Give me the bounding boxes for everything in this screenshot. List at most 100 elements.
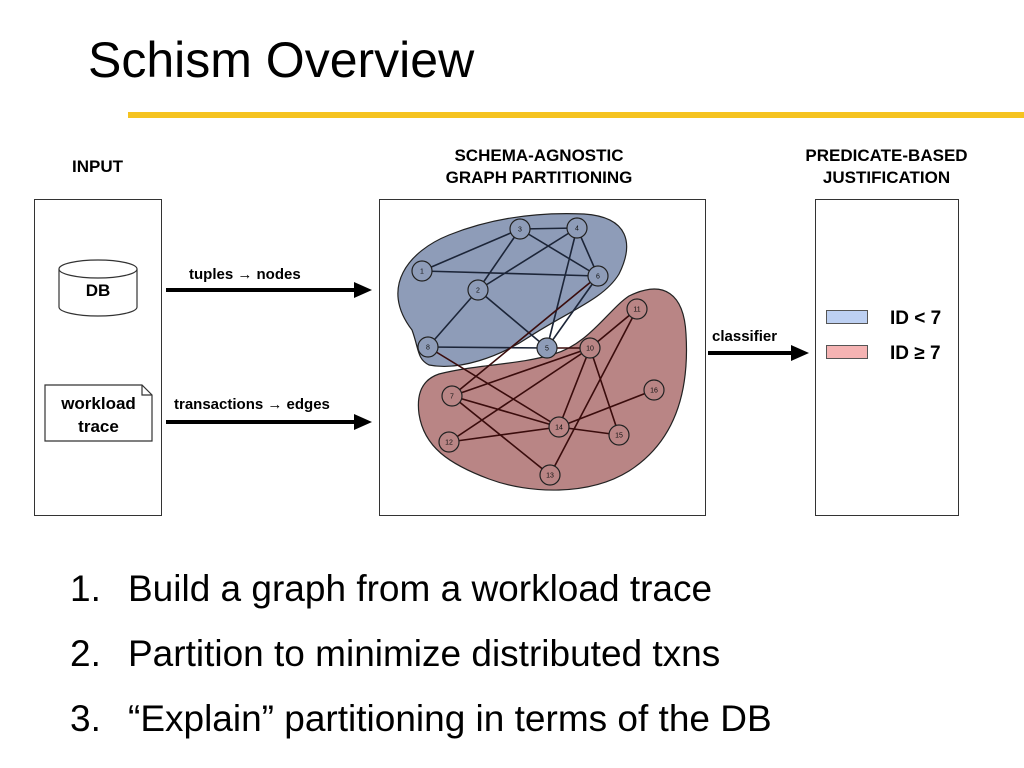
graph-node: 14 xyxy=(548,416,570,438)
graph-edge xyxy=(477,289,548,349)
graph-node-label: 5 xyxy=(545,346,549,353)
graph-node: 6 xyxy=(587,265,609,287)
justification-heading: PREDICATE-BASED JUSTIFICATION xyxy=(765,145,1008,189)
classifier-arrow xyxy=(708,345,809,361)
graph-node: 15 xyxy=(608,424,630,446)
graph-edge xyxy=(448,426,560,443)
graph-node-circle xyxy=(608,424,630,446)
graph-node-label: 11 xyxy=(633,307,640,314)
justification-heading-line2: JUSTIFICATION xyxy=(822,168,951,187)
graph-node-circle xyxy=(548,416,570,438)
step-text: Partition to minimize distributed txns xyxy=(128,633,721,674)
graph-edge xyxy=(477,227,578,291)
graph-node-circle xyxy=(438,431,460,453)
document-icon xyxy=(44,384,153,442)
graph-node-label: 6 xyxy=(596,274,600,281)
graph-node: 8 xyxy=(417,336,439,358)
graph-node: 12 xyxy=(438,431,460,453)
graph-node-circle xyxy=(626,298,648,320)
partition-blue-region xyxy=(397,213,628,367)
graph-node: 1 xyxy=(411,260,433,282)
graph-node-circle xyxy=(467,279,489,301)
graph-edge xyxy=(427,289,479,348)
partitioning-heading: SCHEMA-AGNOSTIC GRAPH PARTITIONING xyxy=(380,145,698,189)
graph-edge xyxy=(427,346,560,428)
graph-node-circle xyxy=(411,260,433,282)
graph-node: 10 xyxy=(579,337,601,359)
step-text: “Explain” partitioning in terms of the D… xyxy=(128,698,772,739)
graph-node-circle xyxy=(441,385,463,407)
input-heading: INPUT xyxy=(72,157,123,176)
graph-node-circle xyxy=(417,336,439,358)
tuples-nodes-label: tuples → nodes xyxy=(189,266,301,283)
input-panel xyxy=(34,199,162,516)
graph-node-circle xyxy=(566,217,588,239)
graph-node: 5 xyxy=(536,337,558,359)
step-text: Build a graph from a workload trace xyxy=(128,568,713,609)
graph-node-label: 13 xyxy=(546,473,554,480)
legend-swatch-blue xyxy=(826,310,868,324)
graph-edge xyxy=(448,347,591,443)
trace-label-line2: trace xyxy=(78,417,119,436)
graph-node-label: 14 xyxy=(555,425,563,432)
graph-node-label: 15 xyxy=(615,433,623,440)
legend-label-blue: ID < 7 xyxy=(890,308,942,329)
graph-node-label: 16 xyxy=(650,388,658,395)
partitioning-heading-line2: GRAPH PARTITIONING xyxy=(445,168,633,187)
graph-edge xyxy=(589,347,620,436)
trace-label: workload trace xyxy=(45,392,152,438)
trace-label-line1: workload xyxy=(61,394,136,413)
graph-edge xyxy=(558,389,655,428)
graph-edge xyxy=(427,346,548,349)
db-label: DB xyxy=(85,281,111,300)
step-item: 1. Build a graph from a workload trace xyxy=(70,556,772,621)
legend-swatch-red xyxy=(826,345,868,359)
slide-title: Schism Overview xyxy=(88,32,475,88)
graph-node-circle xyxy=(579,337,601,359)
graph-node-circle xyxy=(536,337,558,359)
graph-node-label: 4 xyxy=(575,226,579,233)
graph-edge xyxy=(421,228,521,272)
step-number: 2. xyxy=(70,633,101,674)
graph-node-label: 2 xyxy=(476,288,480,295)
graph-node-label: 1 xyxy=(420,269,424,276)
graph-edge xyxy=(546,227,578,349)
step-item: 3. “Explain” partitioning in terms of th… xyxy=(70,686,772,751)
graph-edge xyxy=(558,347,591,428)
graph-node-label: 8 xyxy=(426,345,430,352)
graph-node: 7 xyxy=(441,385,463,407)
graph-edge xyxy=(477,228,521,291)
step-item: 2. Partition to minimize distributed txn… xyxy=(70,621,772,686)
graph-node-circle xyxy=(587,265,609,287)
graph-node: 4 xyxy=(566,217,588,239)
graph-edge xyxy=(451,347,591,397)
title-underline xyxy=(128,112,1024,118)
graph-node: 11 xyxy=(626,298,648,320)
graph-node: 16 xyxy=(643,379,665,401)
graph-node: 2 xyxy=(467,279,489,301)
tuples-arrow xyxy=(166,282,372,298)
graph-edge xyxy=(519,228,599,277)
graph-node: 13 xyxy=(539,464,561,486)
graph-edge xyxy=(549,308,638,476)
transactions-edges-label: transactions → edges xyxy=(174,396,330,413)
graph-edge xyxy=(421,270,599,277)
graph-node-label: 10 xyxy=(586,346,594,353)
step-number: 1. xyxy=(70,568,101,609)
graph-edge xyxy=(451,395,560,428)
legend-label-red: ID ≥ 7 xyxy=(890,343,941,364)
justification-heading-line1: PREDICATE-BASED xyxy=(805,146,968,165)
graph-node-circle xyxy=(643,379,665,401)
graph-edge xyxy=(546,275,599,349)
transactions-arrow xyxy=(166,414,372,430)
steps-list: 1. Build a graph from a workload trace 2… xyxy=(70,556,772,751)
graph-node-circle xyxy=(509,218,531,240)
graph-node-circle xyxy=(539,464,561,486)
graph-node-label: 12 xyxy=(445,440,453,447)
graph-node-label: 3 xyxy=(518,227,522,234)
classifier-label: classifier xyxy=(712,328,778,345)
